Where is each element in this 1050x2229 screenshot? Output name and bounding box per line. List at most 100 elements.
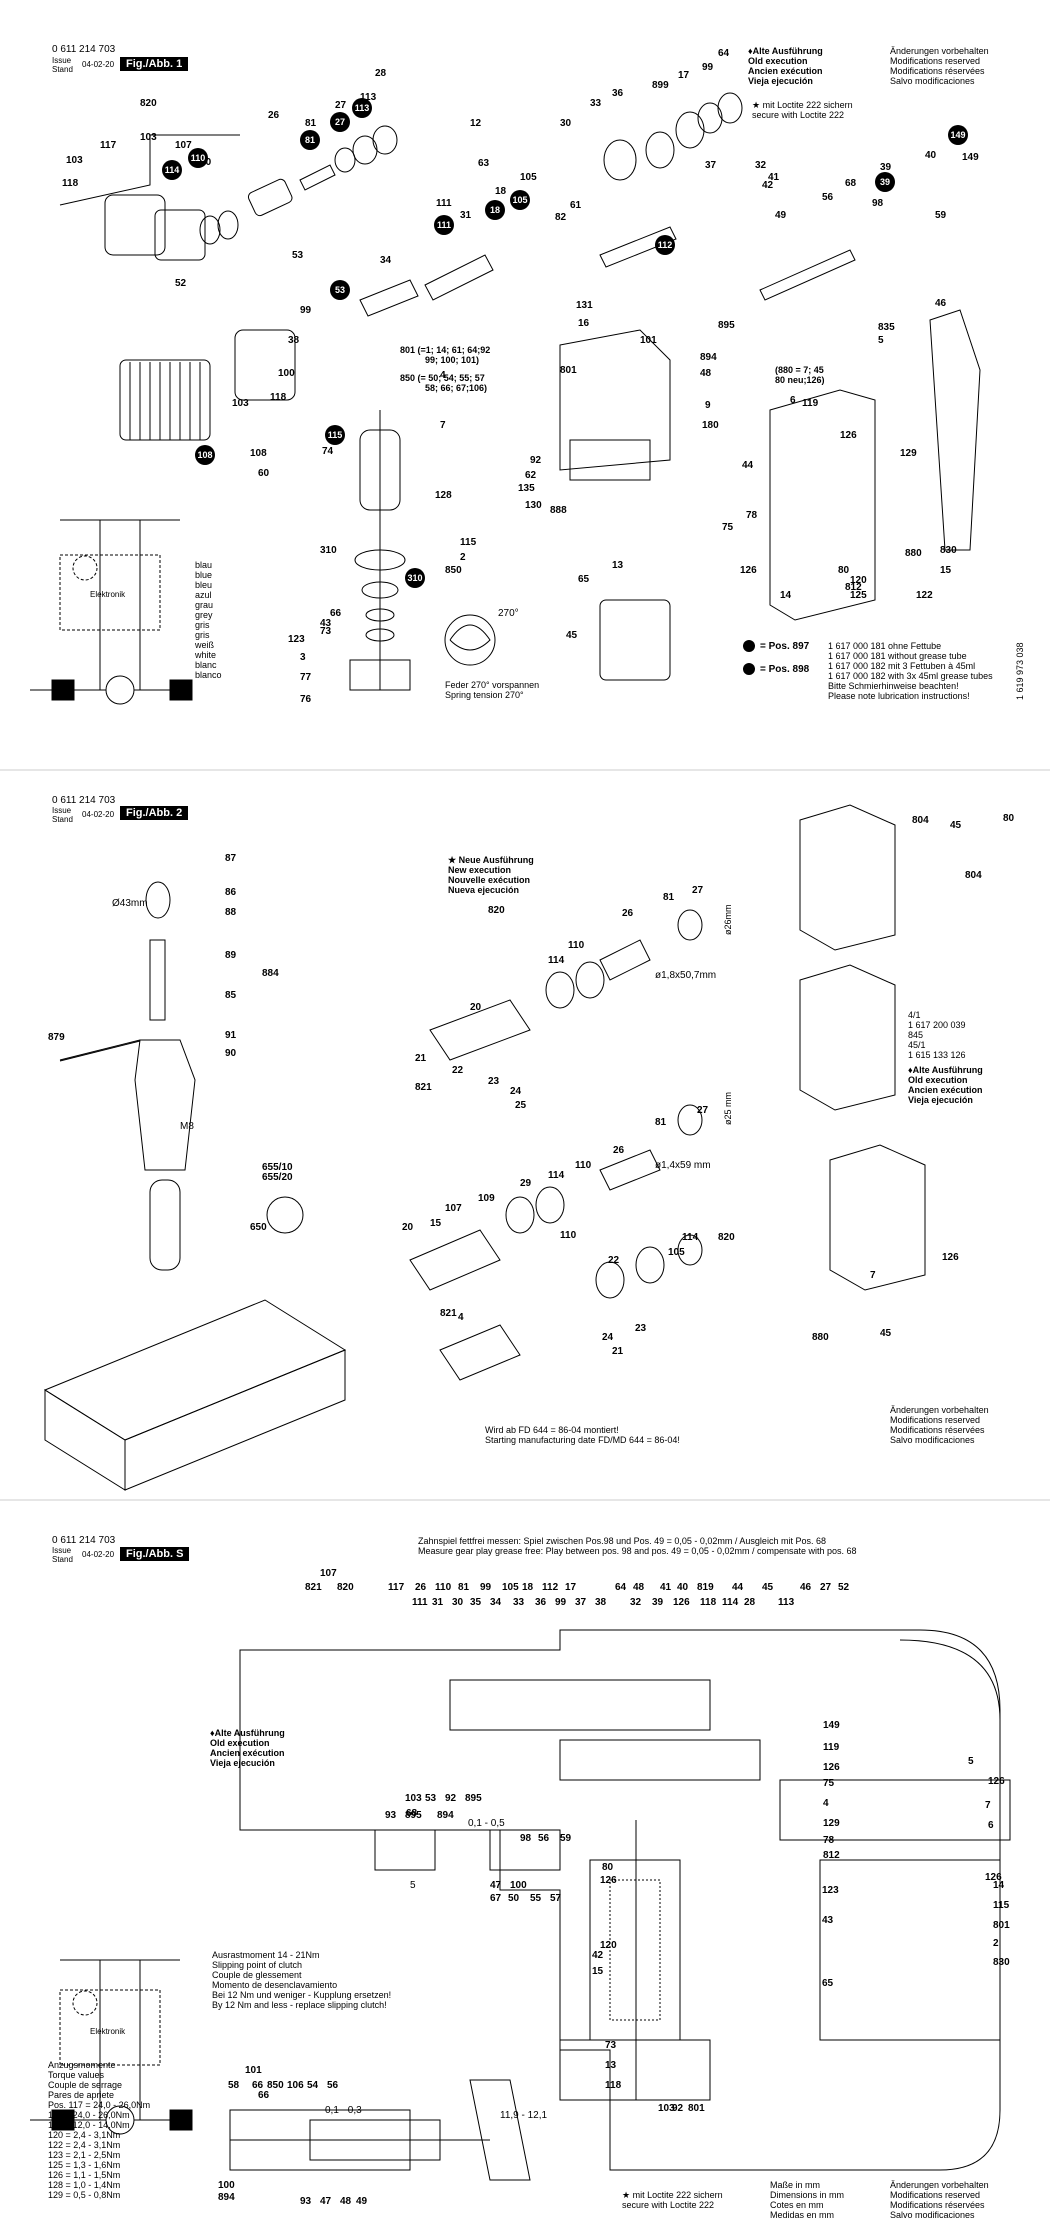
figS-callout-17: 17 [565,1582,577,1593]
fig2-callout-20: 20 [402,1222,414,1233]
figS-label: Fig./Abb. S [120,1547,190,1561]
figS-callout-895: 895 [465,1793,482,1804]
figS-callout-112: 112 [542,1582,559,1593]
figS-callout-92: 92 [672,2103,684,2114]
fig1-callout-135: 135 [518,483,535,494]
figS-callout-93: 93 [300,2196,312,2207]
circuit-elektronik-s [59,1989,161,2066]
fig2-label: Fig./Abb. 2 [120,806,189,820]
fig2-callout-20: 20 [470,1002,482,1013]
figS-callout-2: 2 [993,1938,999,1949]
gear-play-note: Zahnspiel fettfrei messen: Spiel zwische… [418,1536,857,1556]
figS-callout-33: 33 [513,1597,525,1608]
figS-callout-114: 114 [722,1597,739,1608]
figS-callout-13: 13 [605,2060,617,2071]
figS-callout-110: 110 [435,1582,452,1593]
fig1-callout-118: 118 [270,392,287,403]
figS-callout-75: 75 [823,1778,835,1789]
drawing-number-3: 0 611 214 703 [52,1535,116,1546]
fig1-callout-33: 33 [590,98,602,109]
eq-880: (880 = 7; 45 80 neu;126) [775,365,825,385]
fig2-callout-15: 15 [430,1218,442,1229]
fig1-callout-99: 99 [702,62,714,73]
fig1-callout-3: 3 [300,652,306,663]
figS-callout-45: 45 [762,1582,774,1593]
fig2-callout-23: 23 [635,1323,647,1334]
fig1-callout-115: 115 [460,537,477,548]
issue-label: Issue [52,56,72,65]
figS-callout-118: 118 [700,1597,717,1608]
fig2-callout-884: 884 [262,968,279,979]
vertical-code: 1 619 973 038 [1015,642,1025,700]
fig1-callout-119: 119 [802,398,819,409]
fig1-callout-310: 310 [320,545,337,556]
elektronik-label-s: Elektronik [90,2027,126,2036]
fig1-callout-76: 76 [300,694,312,705]
fig2-callout-126: 126 [942,1252,959,1263]
figS-callout-37: 37 [575,1597,587,1608]
fig2-callout-804: 804 [912,815,929,826]
figS-callout-39: 39 [652,1597,664,1608]
figS-callout-14: 14 [993,1880,1005,1891]
fig1-callout-46: 46 [935,298,947,309]
figS-callout-100: 100 [510,1880,527,1891]
fig1-callout-63: 63 [478,158,490,169]
inset-detail-2 [489,1829,561,1871]
dim-d26: ø26mm [723,904,733,935]
fig2-callout-91: 91 [225,1030,237,1041]
cross-section-housing [239,1629,1001,2171]
figS-callout-103: 103 [658,2103,675,2114]
figS-callout-821: 821 [305,1582,322,1593]
fig2-callout-24: 24 [602,1332,614,1343]
figS-callout-81: 81 [458,1582,470,1593]
figS-callout-32: 32 [630,1597,642,1608]
eq-850: 850 (= 50; 54; 55; 57 58; 66; 67;106) [400,373,488,393]
fig1-callout-17: 17 [678,70,690,81]
disc-113: 113 [352,98,372,118]
fig1-callout-32: 32 [755,160,767,171]
deg-270: 270° [498,608,519,619]
figS-callout-801: 801 [688,2103,705,2114]
fig1-callout-62: 62 [525,470,537,481]
fig1-callout-40: 40 [925,150,937,161]
fig2-callout-86: 86 [225,887,237,898]
fig1-callout-14: 14 [780,590,792,601]
part-main-housing [559,329,671,471]
fig1-callout-13: 13 [612,560,624,571]
issue-date-3: 04-02-20 [82,1550,115,1559]
figS-callout-56: 56 [538,1833,550,1844]
dim-s1: ø1,8x50,7mm [655,970,717,981]
fig1-callout-99: 99 [300,305,312,316]
fig1-callout-16: 16 [578,318,590,329]
figS-callout-126: 126 [985,1872,1002,1883]
figS-callout-99: 99 [555,1597,567,1608]
figS-callout-31: 31 [432,1597,444,1608]
figS-callout-93: 93 [385,1810,397,1821]
fig1-callout-53: 53 [292,250,304,261]
fig2-callout-21: 21 [612,1346,624,1357]
figS-callout-47: 47 [320,2196,332,2207]
figS-callout-895: 895 [405,1810,422,1821]
fig1-callout-34: 34 [380,255,392,266]
fig1-callout-6: 6 [790,395,796,406]
figS-callout-100: 100 [218,2180,235,2191]
leader-820 [59,135,151,206]
part-gear-housing [104,194,166,256]
figS-callout-117: 117 [388,1582,405,1593]
fig1-callout-125: 125 [850,590,867,601]
figS-callout-819: 819 [697,1582,714,1593]
figS-callout-35: 35 [470,1597,482,1608]
figS-callout-103: 103 [405,1793,422,1804]
figS-callout-4: 4 [823,1798,829,1809]
fig1-callout-108: 108 [250,448,267,459]
fig1-callout-899: 899 [652,80,669,91]
fig2-callout-880: 880 [812,1332,829,1343]
eq-801: 801 (=1; 14; 61; 64;92 99; 100; 101) [400,345,491,365]
figS-callout-57: 57 [550,1893,562,1904]
fd-note: Wird ab FD 644 = 86-04 montiert!Starting… [485,1425,680,1445]
figS-callout-830: 830 [993,1957,1010,1968]
dim-m8: M8 [180,1121,194,1132]
